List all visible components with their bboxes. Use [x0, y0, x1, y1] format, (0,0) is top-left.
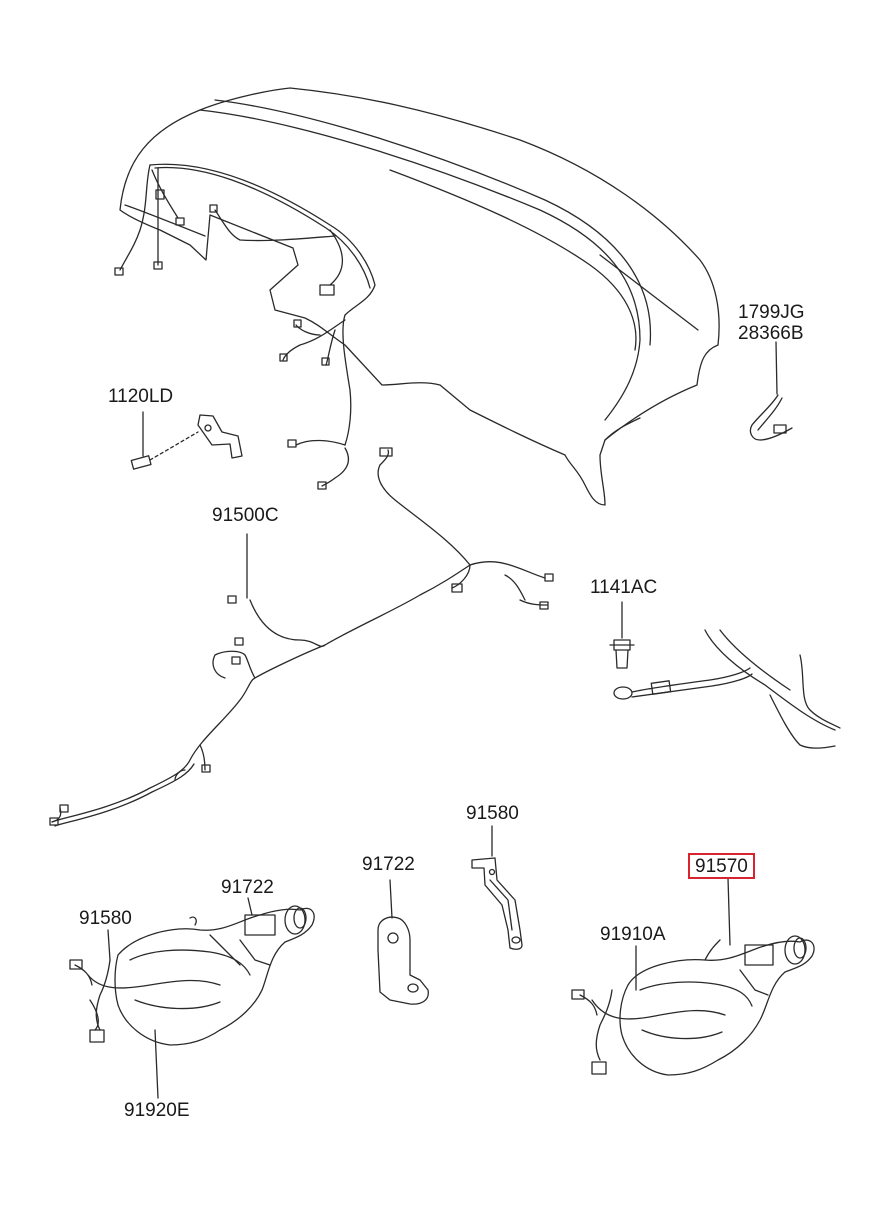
label-1141ac[interactable]: 1141AC [590, 577, 658, 598]
label-91580-left[interactable]: 91580 [79, 908, 132, 929]
ground-bolt-1141ac [610, 602, 840, 748]
label-91570[interactable]: 91570 [688, 853, 755, 879]
label-1799jg[interactable]: 1799JG [738, 302, 805, 323]
bolt-bracket-1120ld [131, 412, 242, 469]
label-1120ld[interactable]: 1120LD [108, 386, 174, 407]
label-91722-mid[interactable]: 91722 [362, 854, 415, 875]
label-91722-left[interactable]: 91722 [221, 877, 274, 898]
clip-1799jg [750, 342, 792, 440]
dashboard-harness [115, 164, 375, 489]
label-91910a[interactable]: 91910A [600, 924, 666, 945]
transmission-left [70, 898, 314, 1098]
transmission-right [572, 878, 814, 1075]
label-91580-top[interactable]: 91580 [466, 803, 519, 824]
bracket-91722 [378, 880, 428, 1004]
label-91920e[interactable]: 91920E [124, 1100, 190, 1121]
floor-harness-91500c [50, 448, 553, 826]
label-91500c[interactable]: 91500C [212, 505, 279, 526]
dashboard-panel [120, 88, 719, 505]
label-28366b[interactable]: 28366B [738, 323, 804, 344]
bracket-91580 [472, 826, 522, 949]
